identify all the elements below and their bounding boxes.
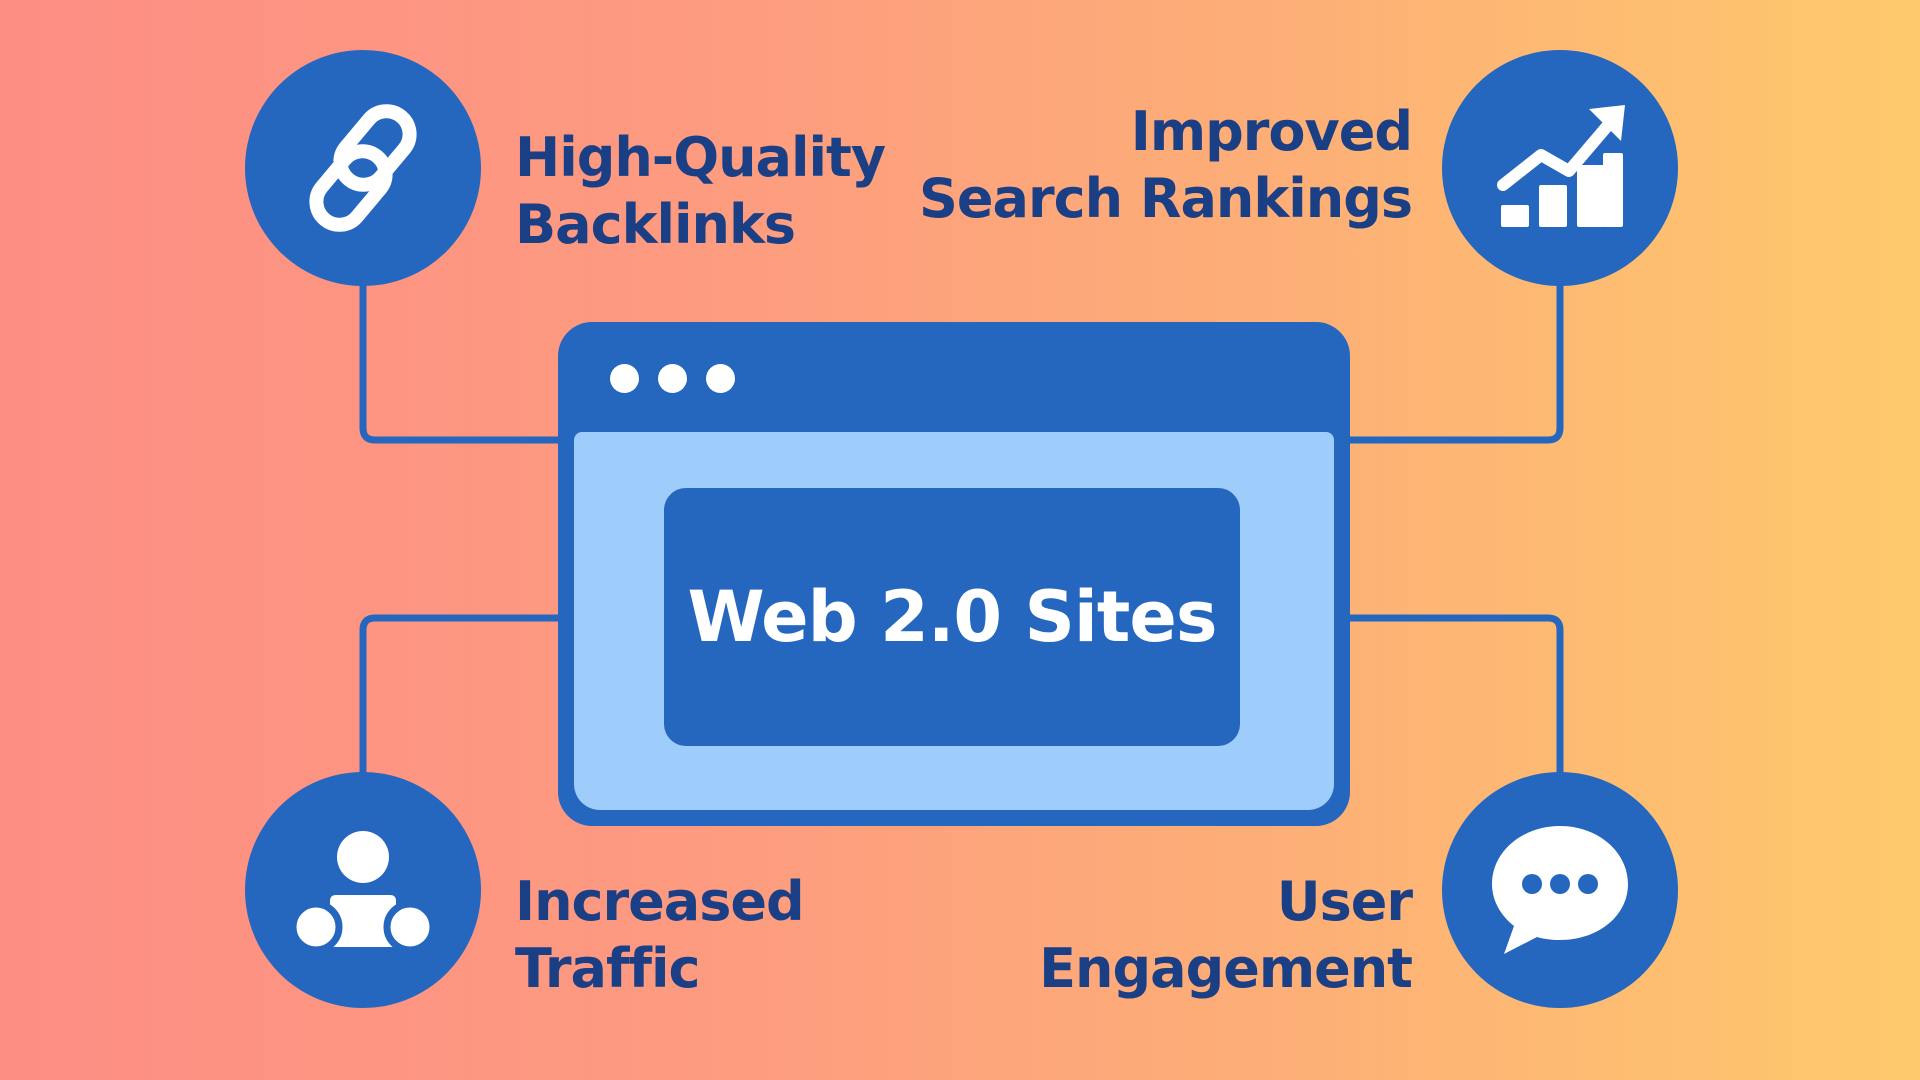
center-title: Web 2.0 Sites (687, 576, 1217, 658)
backlinks-label-line2: Backlinks (515, 193, 796, 256)
bar-chart-icon (1497, 105, 1625, 227)
rankings-node-circle (1442, 50, 1678, 286)
connector-traffic (359, 614, 564, 779)
browser-window: Web 2.0 Sites (558, 322, 1350, 826)
center-title-box: Web 2.0 Sites (664, 488, 1240, 746)
rankings-label-line1: Improved (1130, 100, 1413, 163)
browser-content-pane: Web 2.0 Sites (574, 432, 1334, 810)
window-controls (610, 364, 735, 393)
window-dot-icon (610, 364, 639, 393)
traffic-node-circle (245, 772, 481, 1008)
engagement-label-line1: User (1276, 870, 1413, 933)
connector-backlinks (359, 282, 564, 444)
engagement-label-line2: Engagement (1039, 937, 1413, 1000)
link-icon (309, 104, 417, 232)
rankings-label: Improved Search Rankings (919, 98, 1413, 232)
engagement-node-circle (1442, 772, 1678, 1008)
connector-engagement (1344, 614, 1564, 779)
traffic-label-line1: Increased (515, 870, 805, 933)
window-dot-icon (658, 364, 687, 393)
traffic-label-line2: Traffic (515, 937, 700, 1000)
engagement-label: User Engagement (1039, 868, 1413, 1002)
users-icon (289, 831, 437, 954)
window-dot-icon (706, 364, 735, 393)
backlinks-label-line1: High-Quality (515, 126, 886, 189)
backlinks-node-circle (245, 50, 481, 286)
connector-rankings (1344, 282, 1564, 444)
traffic-label: Increased Traffic (515, 868, 805, 1002)
backlinks-label: High-Quality Backlinks (515, 124, 886, 258)
rankings-label-line2: Search Rankings (919, 167, 1413, 230)
chat-bubble-icon (1492, 826, 1628, 954)
